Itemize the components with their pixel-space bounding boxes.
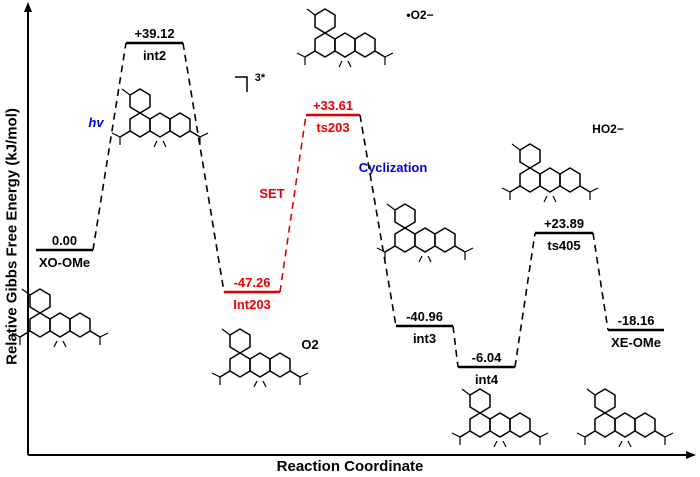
level-name: XO-OMe [38,255,91,270]
structure-ts405 [501,143,599,203]
hv-label: hv [88,115,104,130]
structure-int2 [111,88,209,148]
set-label: SET [259,186,285,201]
connector-1 [182,42,225,293]
structures [11,8,674,448]
connector-5 [514,232,536,368]
connector-2 [279,114,307,293]
axes [24,2,696,459]
level-value: 0.00 [51,233,78,248]
triplet-label: 3* [254,72,266,84]
hydroperoxide-label: HO2− [592,122,624,136]
structure-xo-ome [11,288,109,348]
o2-label: O2 [301,337,319,352]
structure-xe-ome [576,388,674,448]
level-value: +23.89 [543,216,585,231]
x-axis-label: Reaction Coordinate [276,458,424,475]
connector-3 [359,114,397,327]
level-name: ts203 [316,120,350,135]
level-value: -6.04 [471,350,502,365]
connector-6 [592,232,609,331]
level-value: -40.96 [406,309,443,324]
x-axis-arrow [686,451,696,459]
level-value: -18.16 [617,313,655,328]
level-name: Int203 [233,297,271,312]
structure-int203 [211,328,309,388]
superoxide-label: •O2− [406,8,434,22]
level-name: int3 [412,331,437,346]
y-axis-arrow [24,2,32,12]
level-name: int2 [142,48,167,63]
structure-int4 [451,388,549,448]
level-value: +33.61 [312,98,354,113]
triplet-bracket [235,76,248,92]
level-value: +39.12 [134,26,175,41]
level-name: XE-OMe [611,335,661,350]
connector-0 [92,42,127,251]
cyclization-label: Cyclization [358,160,428,175]
y-axis-label: Relative Gibbs Free Energy (kJ/mol) [3,108,21,365]
level-name: int4 [474,372,499,387]
structure-int3 [376,203,474,263]
connector-4 [452,325,459,368]
level-value: -47.26 [233,275,271,290]
level-name: ts405 [547,238,581,253]
structure-ts203 [296,8,394,68]
